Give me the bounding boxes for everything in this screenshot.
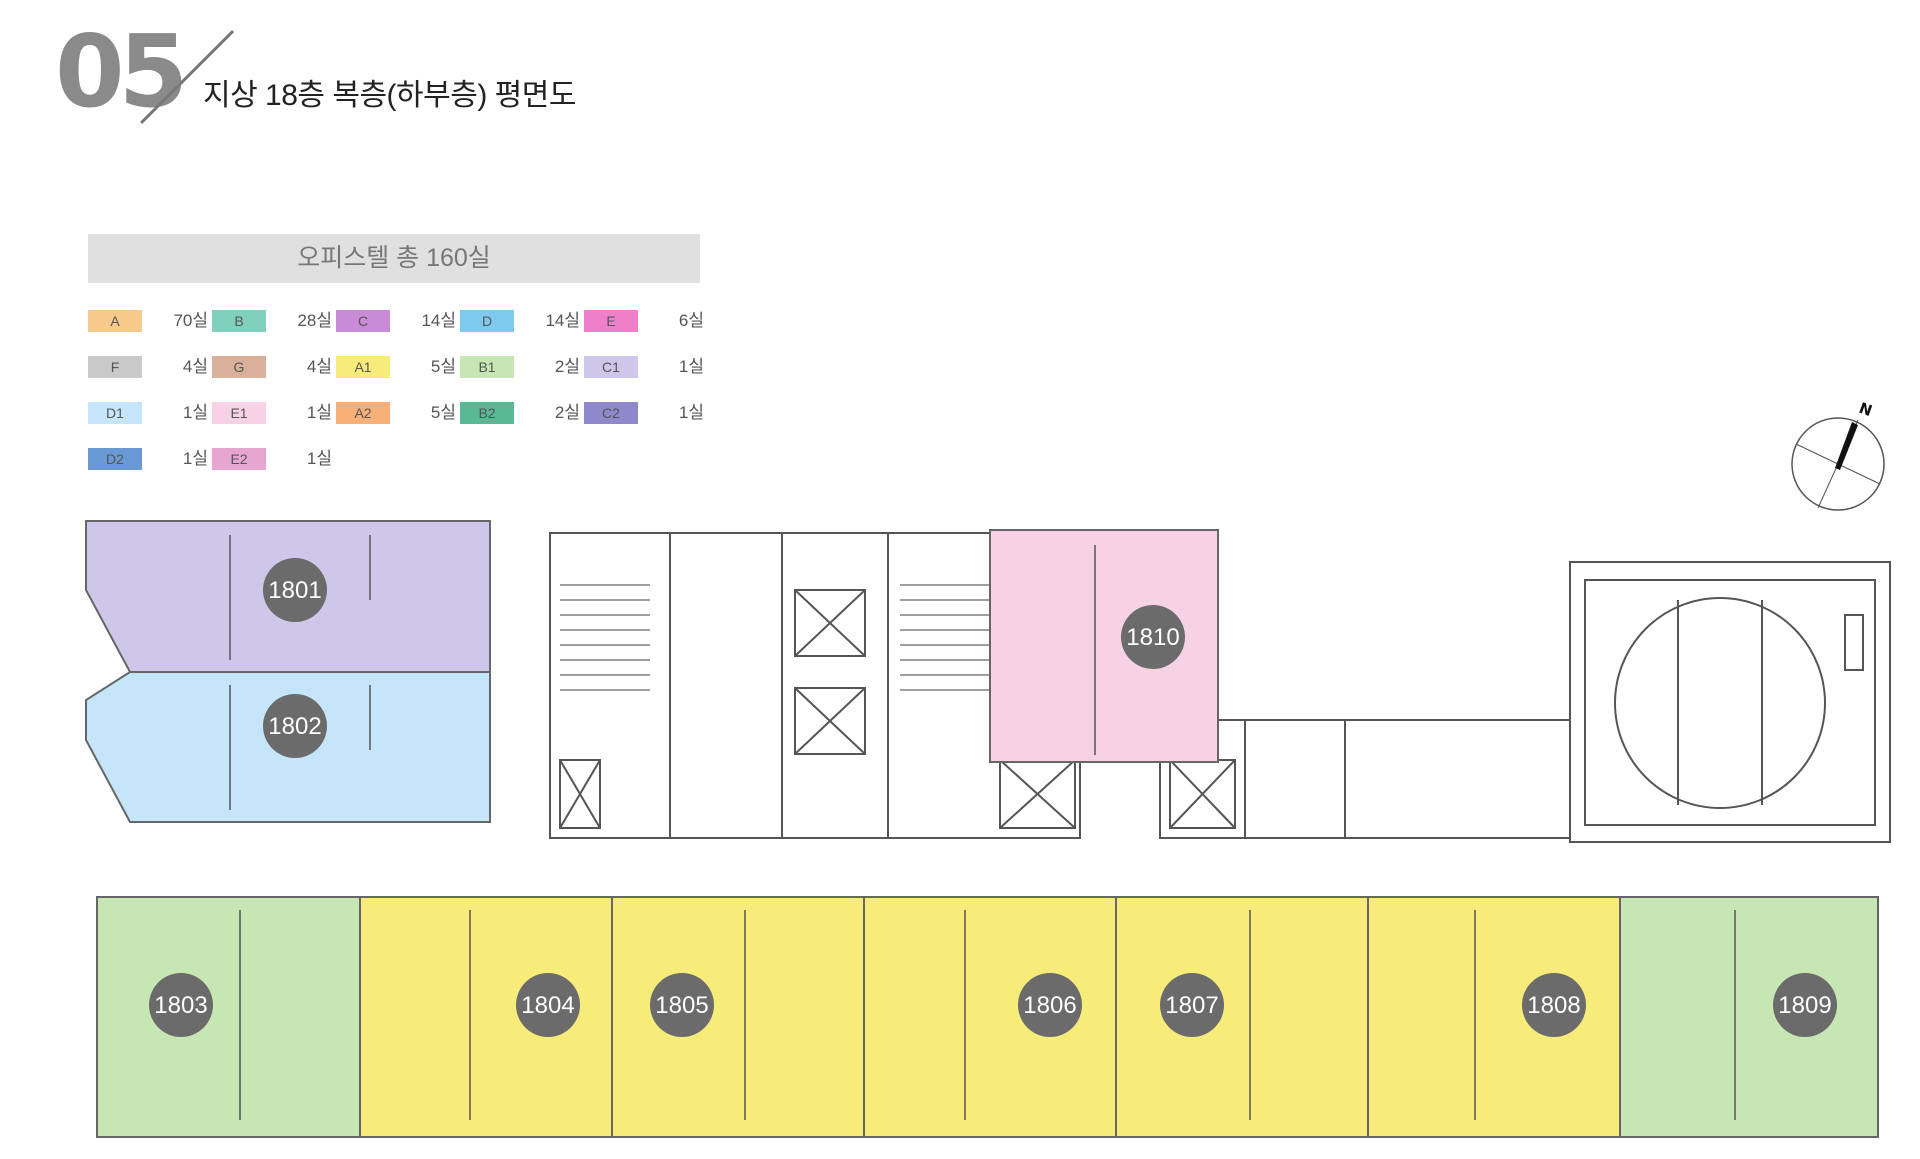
legend-count: 1실	[678, 357, 704, 376]
legend-swatch: E	[584, 310, 638, 332]
legend-item-d2: D2 1실	[88, 448, 212, 472]
legend-swatch: C1	[584, 356, 638, 378]
legend-count: 28실	[297, 311, 332, 330]
unit-1805[interactable]	[611, 896, 865, 1138]
legend-item-e1: E1 1실	[212, 402, 336, 426]
unit-1809[interactable]	[1619, 896, 1879, 1138]
north-compass-icon: N	[1791, 399, 1885, 511]
legend-swatch: E1	[212, 402, 266, 424]
unit-badge-1810	[1121, 605, 1185, 669]
mechanical-room	[1569, 561, 1891, 843]
legend-count: 1실	[182, 449, 208, 468]
unit-label-1802: 1802	[268, 713, 321, 740]
unit-1807[interactable]	[1115, 896, 1369, 1138]
unit-1810[interactable]	[989, 529, 1219, 763]
unit-label-1806: 1806	[1023, 992, 1076, 1019]
legend-count: 4실	[182, 357, 208, 376]
legend-swatch: A	[88, 310, 142, 332]
unit-label-1807: 1807	[1165, 992, 1218, 1019]
unit-badge-1804	[516, 973, 580, 1037]
legend-item-d: D 14실	[460, 310, 584, 334]
legend-count: 4실	[306, 357, 332, 376]
unit-label-1810: 1810	[1126, 624, 1179, 651]
legend-swatch: C	[336, 310, 390, 332]
legend-swatch: B2	[460, 402, 514, 424]
page-header: 05 지상 18층 복층(하부층) 평면도	[0, 0, 1920, 150]
unit-label-1809: 1809	[1778, 992, 1831, 1019]
legend-item-e: E 6실	[584, 310, 708, 334]
legend-item-b2: B2 2실	[460, 402, 584, 426]
legend-item-c: C 14실	[336, 310, 460, 334]
compass-north-label: N	[1857, 399, 1875, 420]
unit-badge-1808	[1522, 973, 1586, 1037]
legend-item-b: B 28실	[212, 310, 336, 334]
legend-swatch: E2	[212, 448, 266, 470]
unit-label-1805: 1805	[655, 992, 708, 1019]
legend-count: 14실	[421, 311, 456, 330]
legend-item-g: G 4실	[212, 356, 336, 380]
legend-item-e2: E2 1실	[212, 448, 336, 472]
unit-badge-1806	[1018, 973, 1082, 1037]
legend-item-a1: A1 5실	[336, 356, 460, 380]
legend-item-c2: C2 1실	[584, 402, 708, 426]
unit-label-1803: 1803	[154, 992, 207, 1019]
unit-badge-1802	[263, 694, 327, 758]
legend-banner: 오피스텔 총 160실	[88, 234, 700, 283]
unit-badge-1803	[149, 973, 213, 1037]
legend-item-c1: C1 1실	[584, 356, 708, 380]
legend-count: 2실	[554, 403, 580, 422]
unit-label-1804: 1804	[521, 992, 574, 1019]
legend-swatch: B	[212, 310, 266, 332]
legend-item-f: F 4실	[88, 356, 212, 380]
legend-item-a: A 70실	[88, 310, 212, 334]
legend-count: 70실	[173, 311, 208, 330]
unit-badge-1801	[263, 558, 327, 622]
legend-count: 1실	[306, 403, 332, 422]
legend-count: 5실	[430, 403, 456, 422]
unit-badge-1809	[1773, 973, 1837, 1037]
legend-swatch: D1	[88, 402, 142, 424]
legend-count: 1실	[306, 449, 332, 468]
legend-swatch: D	[460, 310, 514, 332]
legend-count: 14실	[545, 311, 580, 330]
page-title: 지상 18층 복층(하부층) 평면도	[203, 79, 576, 112]
unit-badge-1805	[650, 973, 714, 1037]
unit-badge-1807	[1160, 973, 1224, 1037]
legend-swatch: A2	[336, 402, 390, 424]
legend-swatch: F	[88, 356, 142, 378]
legend-swatch: G	[212, 356, 266, 378]
page-number: 05	[55, 13, 188, 130]
legend-swatch: C2	[584, 402, 638, 424]
unit-label-1808: 1808	[1527, 992, 1580, 1019]
legend-item-a2: A2 5실	[336, 402, 460, 426]
unit-1803[interactable]	[96, 896, 361, 1138]
corridor-area	[1159, 719, 1571, 839]
legend-swatch: B1	[460, 356, 514, 378]
legend-count: 2실	[554, 357, 580, 376]
legend-item-d1: D1 1실	[88, 402, 212, 426]
legend-swatch: A1	[336, 356, 390, 378]
legend-count: 1실	[678, 403, 704, 422]
legend-count: 5실	[430, 357, 456, 376]
legend-item-b1: B1 2실	[460, 356, 584, 380]
legend-count: 6실	[678, 311, 704, 330]
legend-count: 1실	[182, 403, 208, 422]
unit-label-1801: 1801	[268, 577, 321, 604]
legend-swatch: D2	[88, 448, 142, 470]
